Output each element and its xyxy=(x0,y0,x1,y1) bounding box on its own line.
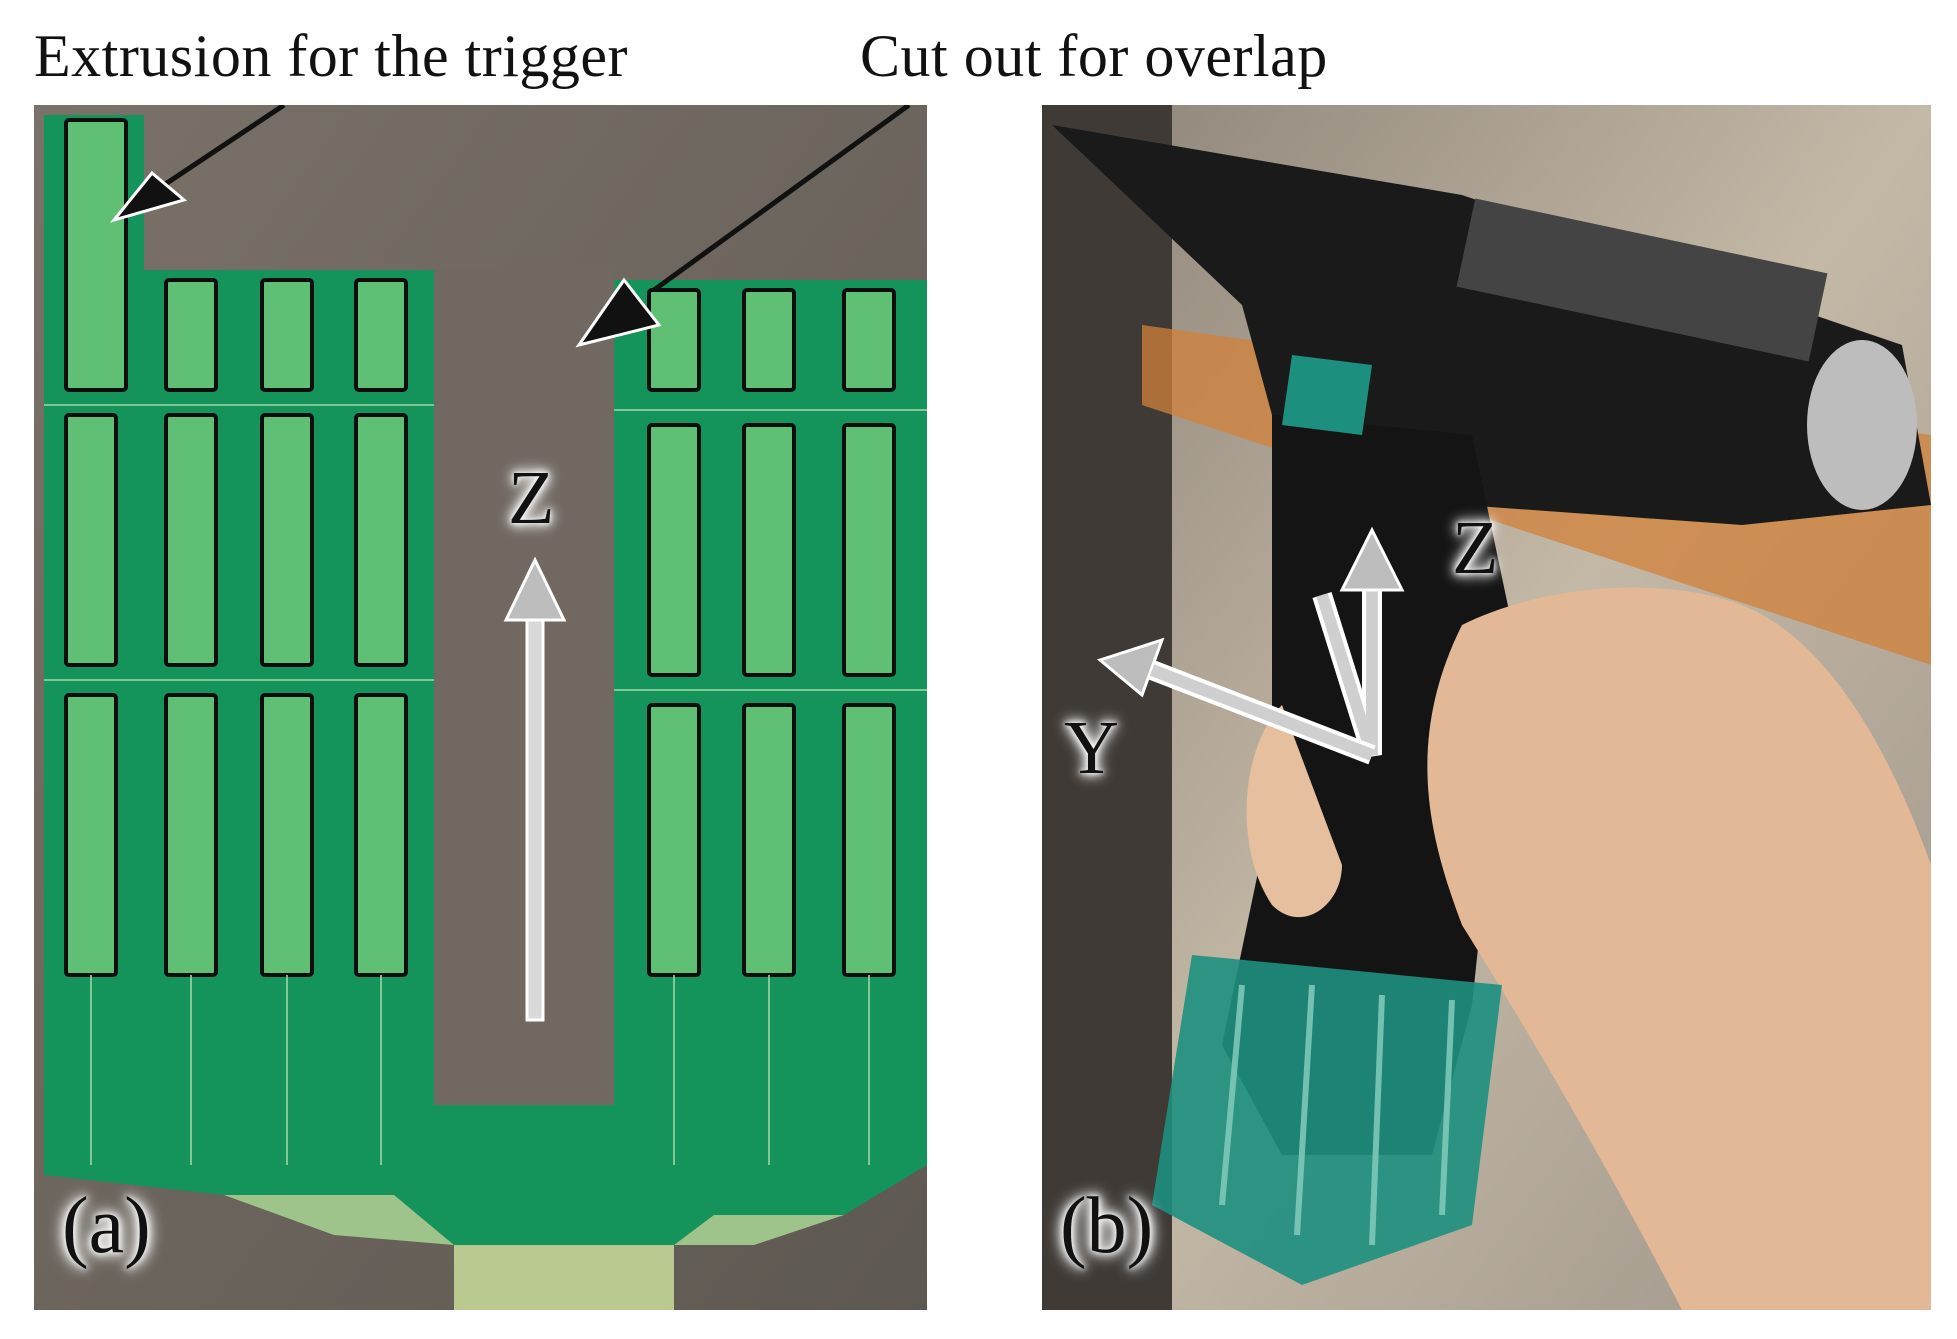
sensor-stripes xyxy=(1219,984,1455,1246)
cutout-region xyxy=(434,270,614,1105)
hand xyxy=(1427,587,1931,1310)
pcb-sensor-illustration xyxy=(34,105,927,1310)
sensor-pads-right xyxy=(647,288,896,977)
photo-panel-a: Z (a) xyxy=(34,105,927,1310)
z-axis-label-a: Z xyxy=(508,456,555,540)
photo-panel-b: Z Y (b) xyxy=(1042,105,1931,1310)
z-arrowhead-b xyxy=(1339,526,1405,592)
y-axis-label-b: Y xyxy=(1064,706,1119,790)
panel-label-b: (b) xyxy=(1060,1182,1154,1270)
tool-grip-illustration xyxy=(1042,105,1931,1310)
caption-cutout: Cut out for overlap xyxy=(860,23,1328,89)
y-arrowhead-b xyxy=(1096,637,1165,698)
sensor-pads-left xyxy=(64,118,408,977)
xyz-axis-arrows xyxy=(1096,526,1405,765)
sensor-sheet-top xyxy=(1282,355,1372,435)
connector-traces xyxy=(454,1245,674,1310)
annotation-arrows xyxy=(109,105,911,348)
door-frame xyxy=(1042,105,1172,1310)
tool-body xyxy=(1052,125,1931,525)
tool-end-cap xyxy=(1807,340,1917,510)
z-axis-arrow-a xyxy=(503,556,567,1022)
caption-extrusion: Extrusion for the trigger xyxy=(34,23,629,89)
thumb xyxy=(1246,705,1342,918)
trace-lines xyxy=(44,404,927,1165)
z-axis-label-b: Z xyxy=(1452,506,1499,590)
panel-label-a: (a) xyxy=(62,1182,151,1270)
